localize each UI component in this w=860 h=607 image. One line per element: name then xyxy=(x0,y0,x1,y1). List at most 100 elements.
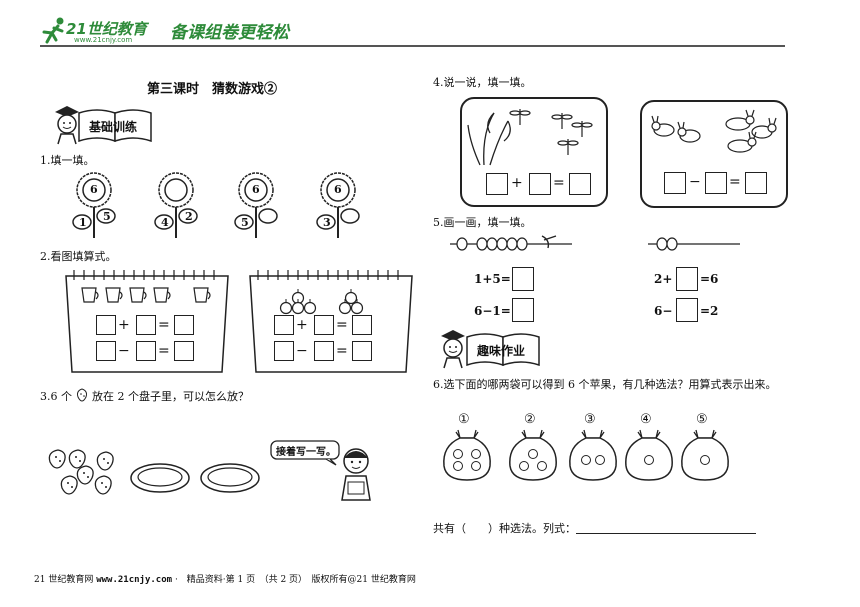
footer-site: 21 世纪教育网 xyxy=(34,575,94,585)
answer-box[interactable] xyxy=(314,341,334,361)
footer-info: · 精品资料·第 1 页 （共 2 页） 版权所有@21 世纪教育网 xyxy=(174,575,416,585)
answer-box[interactable] xyxy=(676,298,698,322)
plus-sign: + xyxy=(118,317,130,333)
answer-box[interactable] xyxy=(486,173,508,195)
q5-right-eq1-a: 2+ xyxy=(654,272,673,286)
basic-training-banner: 基础训练 xyxy=(47,104,157,146)
bag-5: ⑤ xyxy=(678,412,732,482)
q5-right-eq2-a: 6− xyxy=(654,304,673,318)
slogan: 备课组卷更轻松 xyxy=(170,23,289,43)
answer-box[interactable] xyxy=(136,341,156,361)
flower-4: 6 3 xyxy=(310,172,368,240)
equals-sign: = xyxy=(336,317,348,333)
answer-box[interactable] xyxy=(676,267,698,291)
sunflower-icon xyxy=(154,172,198,238)
leaf-left: 4 xyxy=(161,216,169,229)
plate-icon xyxy=(200,463,260,493)
apples-group xyxy=(279,291,364,315)
bubble-shape xyxy=(270,440,340,466)
leaf-left: 5 xyxy=(241,216,249,229)
leaf-right: 2 xyxy=(185,210,193,223)
fun-homework-label: 趣味作业 xyxy=(477,344,526,358)
flower-center: 6 xyxy=(90,183,98,196)
q2-label: 2.看图填算式。 xyxy=(40,250,117,263)
q6-answer-line-label: 共有（ ）种选法。列式： xyxy=(433,522,576,535)
answer-box[interactable] xyxy=(512,298,534,322)
header: 21世纪教育 www.21cnjy.com 备课组卷更轻松 xyxy=(40,12,800,48)
answer-box[interactable] xyxy=(274,341,294,361)
bag-number: ② xyxy=(524,412,536,427)
flower-center: 6 xyxy=(252,183,260,196)
flower-2: 4 2 xyxy=(150,172,208,240)
answer-box[interactable] xyxy=(705,172,727,194)
logo-main: 21世纪教育 xyxy=(66,20,147,38)
q3-label-pre: 3.6 个 xyxy=(40,390,72,403)
bead-string-right-icon xyxy=(648,237,740,251)
bag-number: ① xyxy=(458,412,470,427)
calendar-cups: + = − = xyxy=(62,268,232,376)
answer-box[interactable] xyxy=(664,172,686,194)
q5-left-eq1: 1+5= xyxy=(474,272,511,286)
cups-group xyxy=(81,287,211,303)
flower-1: 6 1 5 xyxy=(70,172,128,240)
plus-sign: + xyxy=(296,317,308,333)
minus-sign: − xyxy=(296,343,308,359)
equals-sign: = xyxy=(553,175,565,191)
footer: 21 世纪教育网 www.21cnjy.com · 精品资料·第 1 页 （共 … xyxy=(34,572,534,588)
answer-box[interactable] xyxy=(745,172,767,194)
bead-string-left-icon xyxy=(450,235,572,251)
equals-sign: = xyxy=(158,317,170,333)
q3-label: 3.6 个 放在 2 个盘子里，可以怎么放？ xyxy=(40,388,300,404)
answer-box[interactable] xyxy=(174,341,194,361)
plate-icon xyxy=(130,463,190,493)
apple-bag-icon xyxy=(509,429,557,481)
apple-bag-icon xyxy=(681,429,729,481)
sunflower-icon xyxy=(234,172,278,238)
q1-label: 1.填一填。 xyxy=(40,154,95,167)
footer-url[interactable]: www.21cnjy.com xyxy=(96,575,173,585)
dragonflies-reeds-icon xyxy=(467,109,593,166)
student-icon xyxy=(55,106,79,145)
q5-right-eq2-b: =2 xyxy=(700,304,719,318)
answer-box[interactable] xyxy=(529,173,551,195)
answer-box[interactable] xyxy=(569,173,591,195)
answer-box[interactable] xyxy=(174,315,194,335)
flower-center: 6 xyxy=(334,183,342,196)
leaf-left: 1 xyxy=(79,216,87,229)
leaf-right: 5 xyxy=(103,210,111,223)
bag-number: ⑤ xyxy=(696,412,708,427)
page-title: 第三课时 猜数游戏② xyxy=(147,82,278,97)
answer-box[interactable] xyxy=(352,341,372,361)
answer-box[interactable] xyxy=(96,341,116,361)
q4-scene-right: − = xyxy=(640,100,788,208)
strawberries-icon xyxy=(48,449,114,495)
bag-2: ② xyxy=(506,412,560,482)
flower-3: 6 5 xyxy=(228,172,286,240)
equals-sign: = xyxy=(729,174,741,190)
answer-box[interactable] xyxy=(352,315,372,335)
calendar-apples: + = − = xyxy=(246,268,416,376)
q4-label: 4.说一说，填一填。 xyxy=(433,76,532,89)
open-book-icon xyxy=(78,109,152,143)
answer-box[interactable] xyxy=(274,315,294,335)
fun-homework-banner: 趣味作业 xyxy=(433,328,545,370)
answer-box[interactable] xyxy=(314,315,334,335)
q6-answer-line[interactable] xyxy=(576,532,756,534)
leaf-left: 3 xyxy=(323,216,331,229)
logo-url: www.21cnjy.com xyxy=(74,36,133,44)
answer-box[interactable] xyxy=(136,315,156,335)
speech-bubble: 接着写一写。 xyxy=(270,440,342,466)
bubble-text: 接着写一写。 xyxy=(276,447,336,458)
q4-scene-left: + = xyxy=(460,97,608,207)
q6-label: 6.选下面的哪两袋可以得到 6 个苹果，有几种选法？用算式表示出来。 xyxy=(433,378,777,391)
header-rule xyxy=(40,45,785,47)
minus-sign: − xyxy=(118,343,130,359)
open-book-icon xyxy=(466,333,540,367)
answer-box[interactable] xyxy=(96,315,116,335)
bag-3: ③ xyxy=(566,412,620,482)
answer-box[interactable] xyxy=(512,267,534,291)
sunflower-icon xyxy=(72,172,116,238)
apple-bag-icon xyxy=(625,429,673,481)
bag-1: ① xyxy=(440,412,494,482)
bag-4: ④ xyxy=(622,412,676,482)
